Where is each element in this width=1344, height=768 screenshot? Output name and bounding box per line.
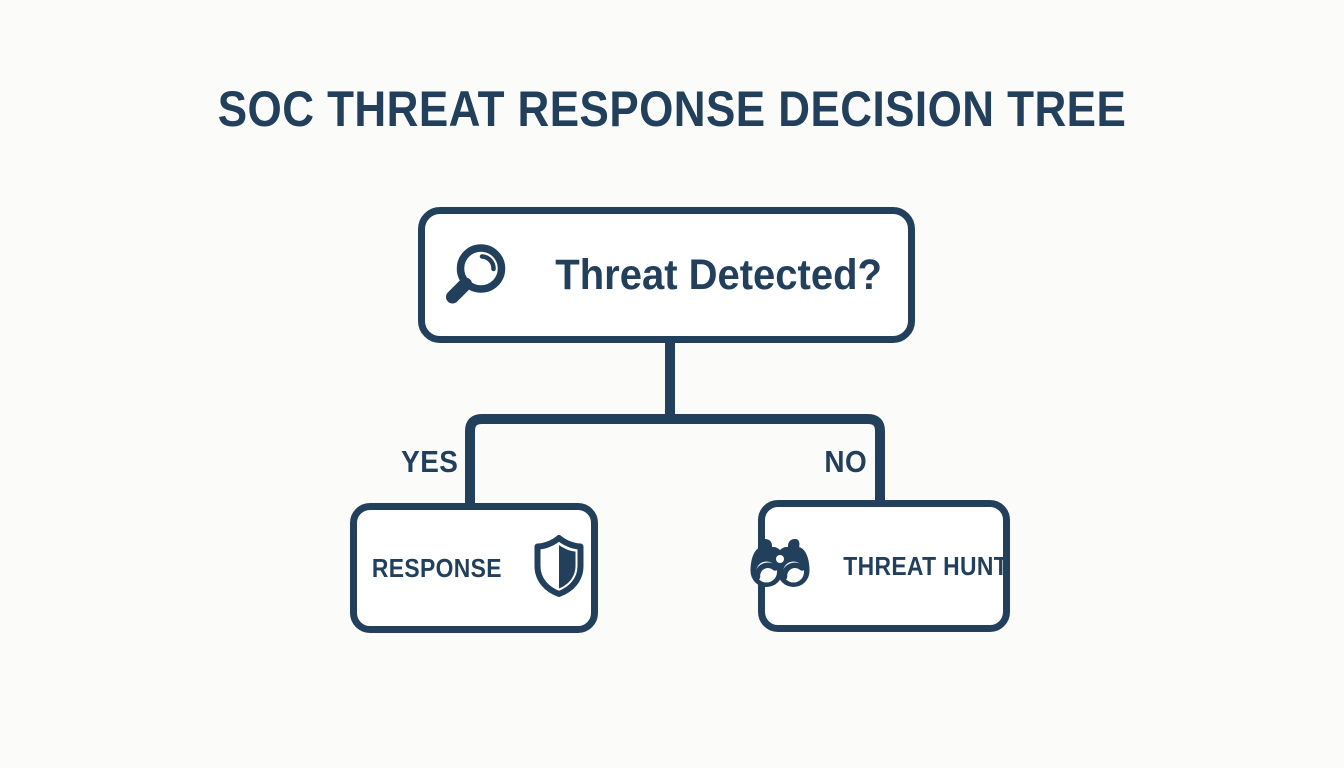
page-title: SOC THREAT RESPONSE DECISION TREE [217, 81, 1127, 137]
node-threat-detected[interactable]: Threat Detected? [418, 207, 915, 343]
node-response[interactable]: RESPONSE [350, 503, 598, 633]
node-response-label: RESPONSE [372, 552, 502, 583]
node-threat-hunt-label: THREAT HUNT [843, 550, 1009, 581]
binoculars-icon [748, 535, 812, 598]
branch-label-no: NO [824, 444, 868, 479]
node-root-label: Threat Detected? [555, 250, 882, 299]
shield-icon [533, 534, 585, 602]
node-threat-hunt[interactable]: THREAT HUNT [750, 500, 1010, 632]
magnifying-glass-icon [439, 235, 515, 316]
connector-branch-yes [465, 414, 670, 505]
branch-label-yes: YES [401, 444, 459, 479]
